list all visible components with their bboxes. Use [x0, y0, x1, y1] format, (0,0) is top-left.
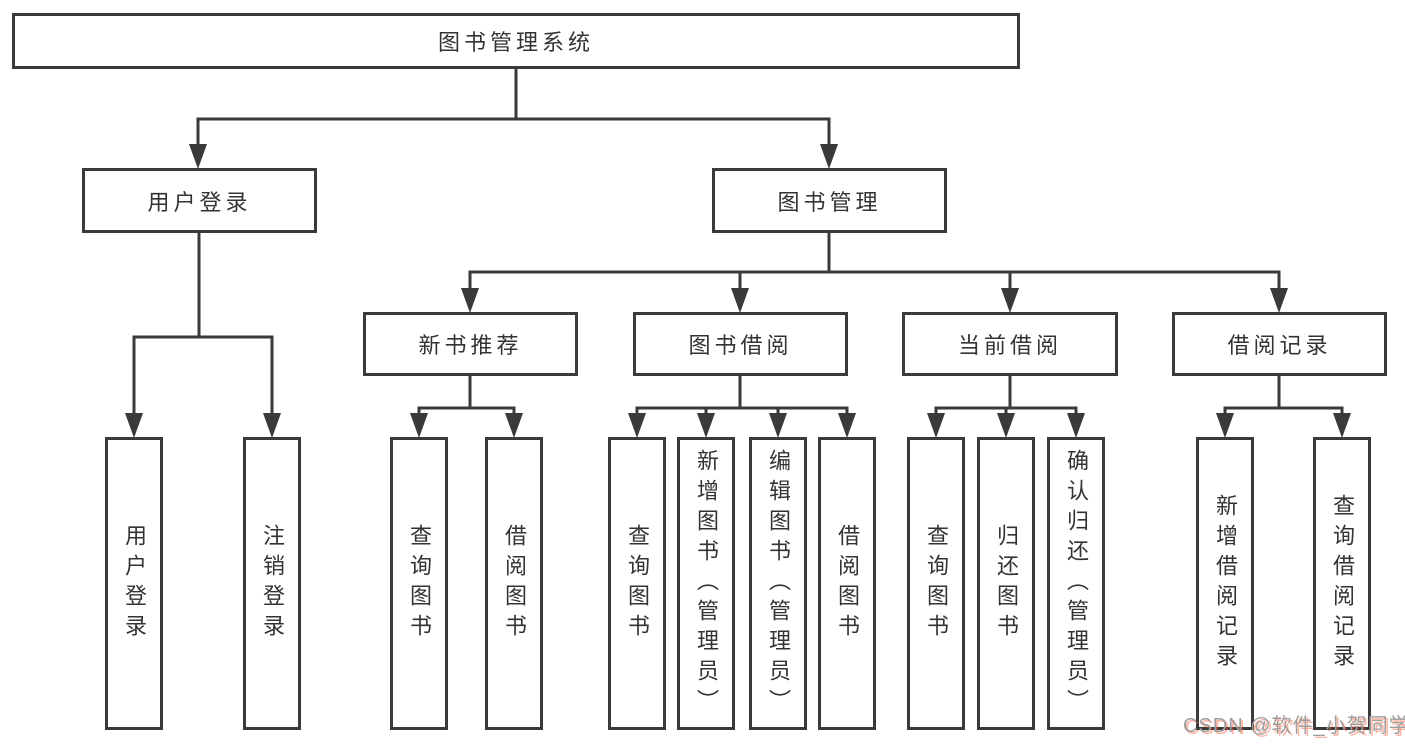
node-root: 图书管理系统	[12, 13, 1020, 69]
leaf-logout-label: 注销登录	[260, 523, 285, 644]
connectors-book-borrow	[635, 376, 849, 417]
arrowhead	[731, 288, 749, 313]
arrowheads-new-book-recommend	[410, 413, 523, 438]
arrowhead	[820, 144, 838, 169]
node-book-management-label: 图书管理	[777, 189, 882, 215]
leaf-newbook-query: 查询图书	[390, 437, 448, 730]
connectors-root	[196, 69, 831, 150]
connectors-new-book-recommend	[417, 376, 516, 417]
node-user-login: 用户登录	[82, 168, 317, 233]
leaf-borrow-add-label: 新增图书（管理员）	[694, 448, 719, 719]
leaf-borrow-edit: 编辑图书（管理员）	[749, 437, 807, 730]
node-current-borrow-label: 当前借阅	[957, 333, 1062, 358]
leaf-records-query-label: 查询借阅记录	[1330, 493, 1355, 674]
connectors-borrow-records	[1223, 376, 1344, 417]
node-book-borrow: 图书借阅	[633, 312, 848, 376]
node-book-borrow-label: 图书借阅	[688, 333, 793, 358]
leaf-current-query: 查询图书	[907, 437, 965, 730]
arrowheads-root	[189, 144, 838, 169]
arrowhead	[263, 413, 281, 438]
leaf-user-login: 用户登录	[105, 437, 163, 730]
arrowhead	[505, 413, 523, 438]
leaf-borrow-borrow: 借阅图书	[818, 437, 876, 730]
leaf-records-add: 新增借阅记录	[1196, 437, 1254, 730]
arrowheads-current-borrow	[927, 413, 1085, 438]
arrowhead	[1001, 288, 1019, 313]
connectors-book-management	[468, 233, 1281, 291]
leaf-records-query: 查询借阅记录	[1313, 437, 1371, 730]
arrowhead	[1333, 413, 1351, 438]
connectors-user-login	[132, 233, 274, 416]
leaf-borrow-edit-label: 编辑图书（管理员）	[766, 448, 791, 719]
arrowhead	[125, 413, 143, 438]
node-borrow-records-label: 借阅记录	[1227, 333, 1332, 358]
arrowhead	[1270, 288, 1288, 313]
arrowhead	[461, 288, 479, 313]
arrowhead	[1067, 413, 1085, 438]
arrowheads-book-borrow	[628, 413, 856, 438]
leaf-current-return-label: 归还图书	[994, 523, 1019, 644]
arrowhead	[1216, 413, 1234, 438]
arrowhead	[189, 144, 207, 169]
node-borrow-records: 借阅记录	[1172, 312, 1387, 376]
leaf-current-confirm-label: 确认归还（管理员）	[1064, 448, 1089, 719]
arrowhead	[927, 413, 945, 438]
arrowhead	[838, 413, 856, 438]
leaf-newbook-query-label: 查询图书	[407, 523, 432, 644]
leaf-current-query-label: 查询图书	[924, 523, 949, 644]
arrowheads-user-login	[125, 413, 281, 438]
node-current-borrow: 当前借阅	[902, 312, 1118, 376]
leaf-records-add-label: 新增借阅记录	[1213, 493, 1238, 674]
leaf-newbook-borrow-label: 借阅图书	[502, 523, 527, 644]
watermark: CSDN @软件_小贺同学	[1183, 715, 1405, 737]
node-root-label: 图书管理系统	[437, 30, 594, 55]
leaf-borrow-query: 查询图书	[608, 437, 666, 730]
leaf-current-return: 归还图书	[977, 437, 1035, 730]
arrowhead	[997, 413, 1015, 438]
arrowhead	[769, 413, 787, 438]
leaf-current-confirm: 确认归还（管理员）	[1047, 437, 1105, 730]
node-book-management: 图书管理	[712, 168, 947, 233]
leaf-newbook-borrow: 借阅图书	[485, 437, 543, 730]
leaf-borrow-add: 新增图书（管理员）	[677, 437, 735, 730]
node-new-book-recommend: 新书推荐	[363, 312, 578, 376]
leaf-logout: 注销登录	[243, 437, 301, 730]
arrowheads-book-management	[461, 288, 1288, 313]
arrowhead	[410, 413, 428, 438]
connectors-current-borrow	[934, 376, 1078, 417]
leaf-borrow-query-label: 查询图书	[625, 523, 650, 644]
node-user-login-label: 用户登录	[147, 189, 252, 215]
arrowhead	[628, 413, 646, 438]
arrowheads-borrow-records	[1216, 413, 1351, 438]
arrowhead	[697, 413, 715, 438]
node-new-book-recommend-label: 新书推荐	[418, 333, 523, 358]
leaf-borrow-borrow-label: 借阅图书	[835, 523, 860, 644]
leaf-user-login-label: 用户登录	[122, 523, 147, 644]
